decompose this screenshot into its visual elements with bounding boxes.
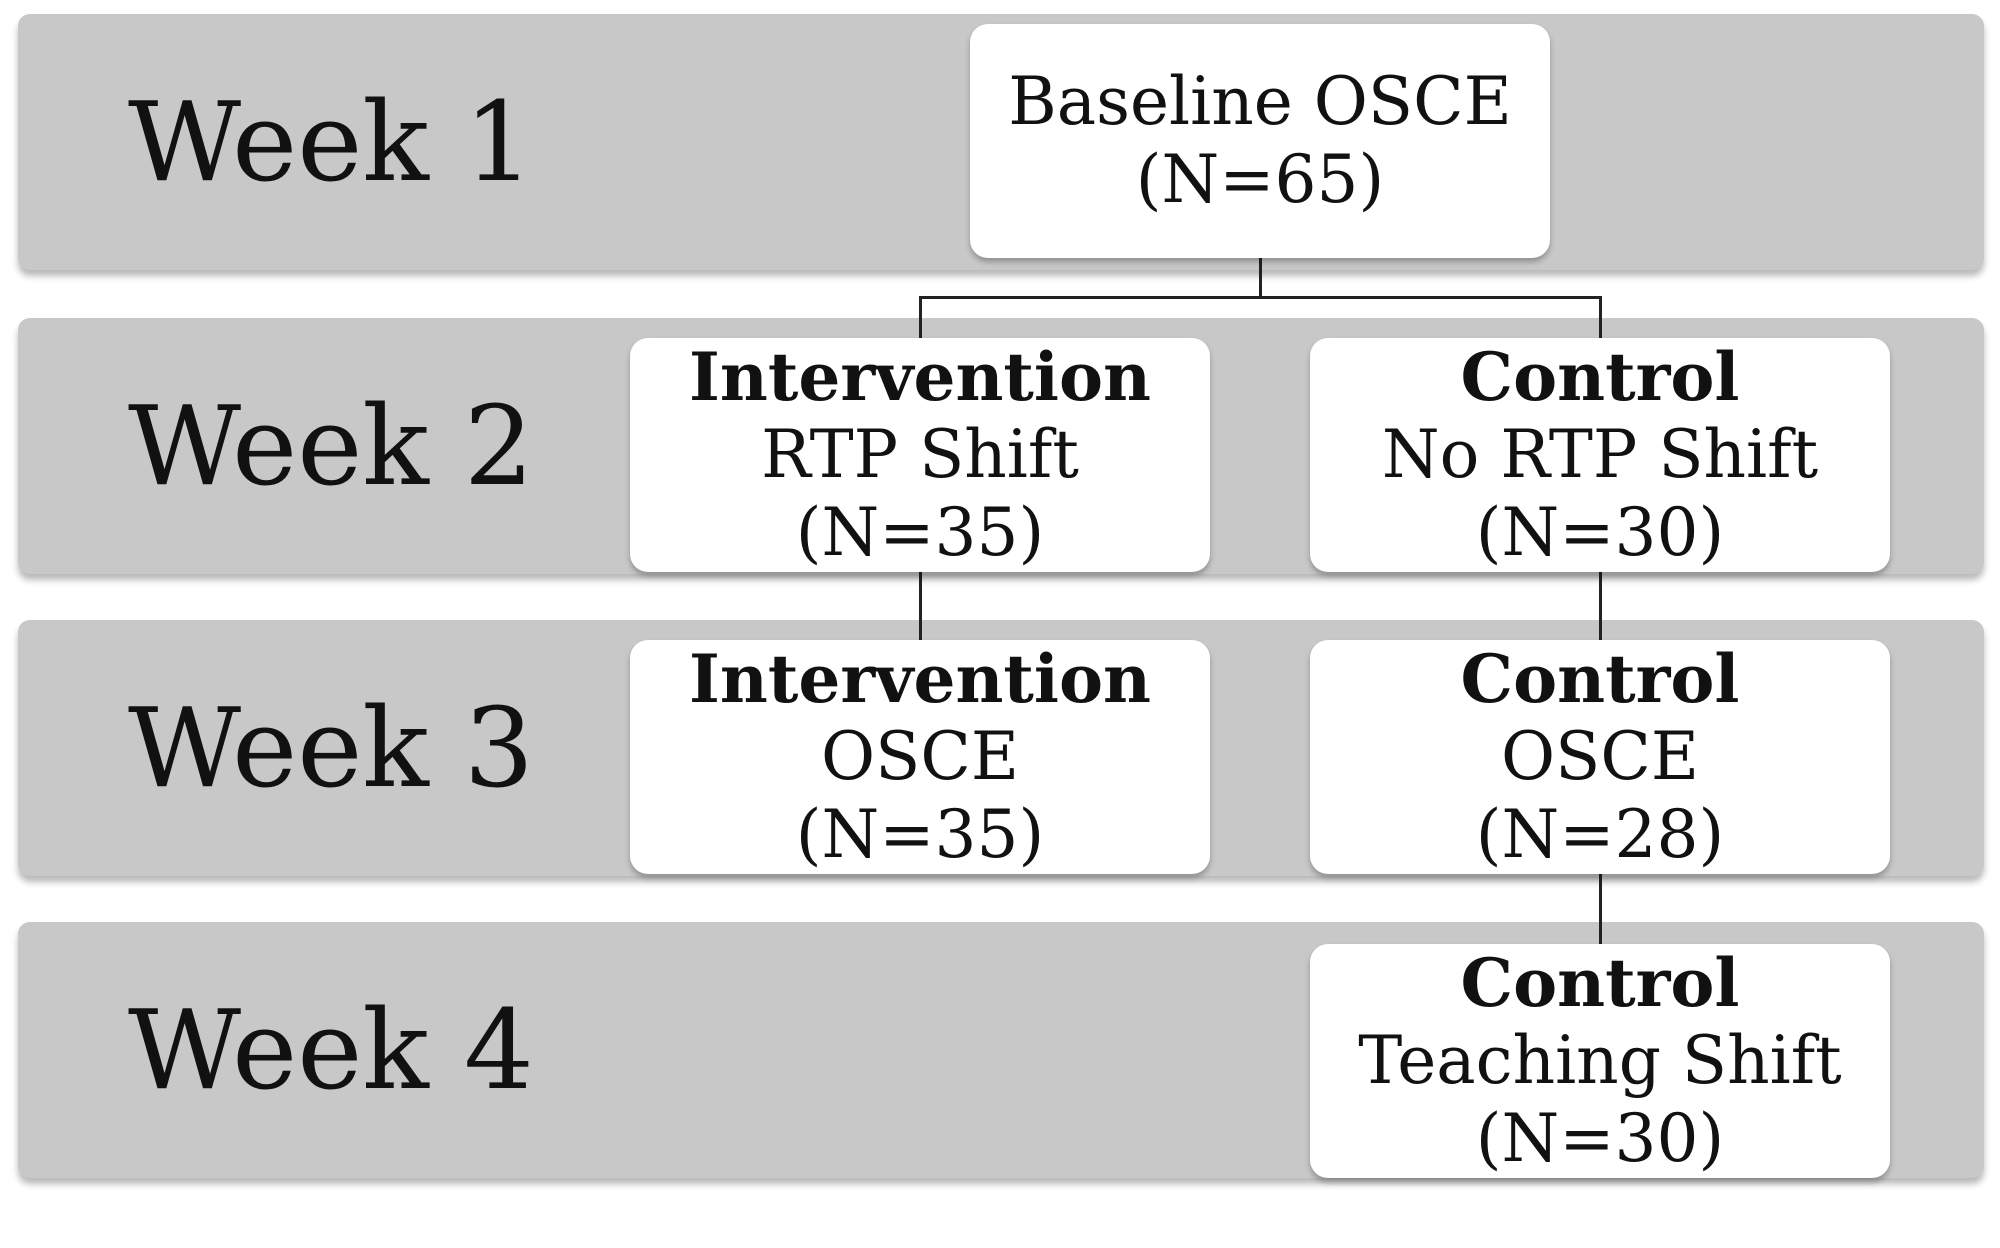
- week3-intervention-desc: OSCE: [821, 718, 1019, 795]
- week4-control-box: Control Teaching Shift (N=30): [1310, 944, 1890, 1178]
- baseline-count: (N=65): [1135, 141, 1385, 218]
- connector-baseline-down: [1259, 258, 1262, 298]
- connector-split-horizontal: [919, 296, 1602, 299]
- week2-intervention-count: (N=35): [795, 494, 1045, 571]
- week3-control-box: Control OSCE (N=28): [1310, 640, 1890, 874]
- week2-intervention-heading: Intervention: [689, 338, 1151, 416]
- week4-control-heading: Control: [1460, 944, 1740, 1022]
- week-4-label: Week 4: [128, 986, 534, 1114]
- week3-control-heading: Control: [1460, 640, 1740, 718]
- week2-intervention-box: Intervention RTP Shift (N=35): [630, 338, 1210, 572]
- week2-control-heading: Control: [1460, 338, 1740, 416]
- week3-control-desc: OSCE: [1501, 718, 1699, 795]
- connector-control-w3-w4: [1599, 872, 1602, 946]
- week-1-label: Week 1: [128, 78, 534, 206]
- week2-intervention-desc: RTP Shift: [761, 416, 1079, 493]
- week3-intervention-count: (N=35): [795, 796, 1045, 873]
- connector-control-w2-w3: [1599, 570, 1602, 642]
- week3-intervention-box: Intervention OSCE (N=35): [630, 640, 1210, 874]
- connector-split-left: [919, 296, 922, 340]
- week2-control-desc: No RTP Shift: [1381, 416, 1819, 493]
- week3-control-count: (N=28): [1475, 796, 1725, 873]
- week2-control-box: Control No RTP Shift (N=30): [1310, 338, 1890, 572]
- baseline-osce-box: Baseline OSCE (N=65): [970, 24, 1550, 258]
- week4-control-count: (N=30): [1475, 1100, 1725, 1177]
- connector-split-right: [1599, 296, 1602, 340]
- week4-control-desc: Teaching Shift: [1358, 1022, 1842, 1099]
- week-3-label: Week 3: [128, 684, 534, 812]
- week-2-label: Week 2: [128, 382, 534, 510]
- week3-intervention-heading: Intervention: [689, 640, 1151, 718]
- baseline-title: Baseline OSCE: [1008, 63, 1512, 140]
- week2-control-count: (N=30): [1475, 494, 1725, 571]
- connector-intervention-w2-w3: [919, 570, 922, 642]
